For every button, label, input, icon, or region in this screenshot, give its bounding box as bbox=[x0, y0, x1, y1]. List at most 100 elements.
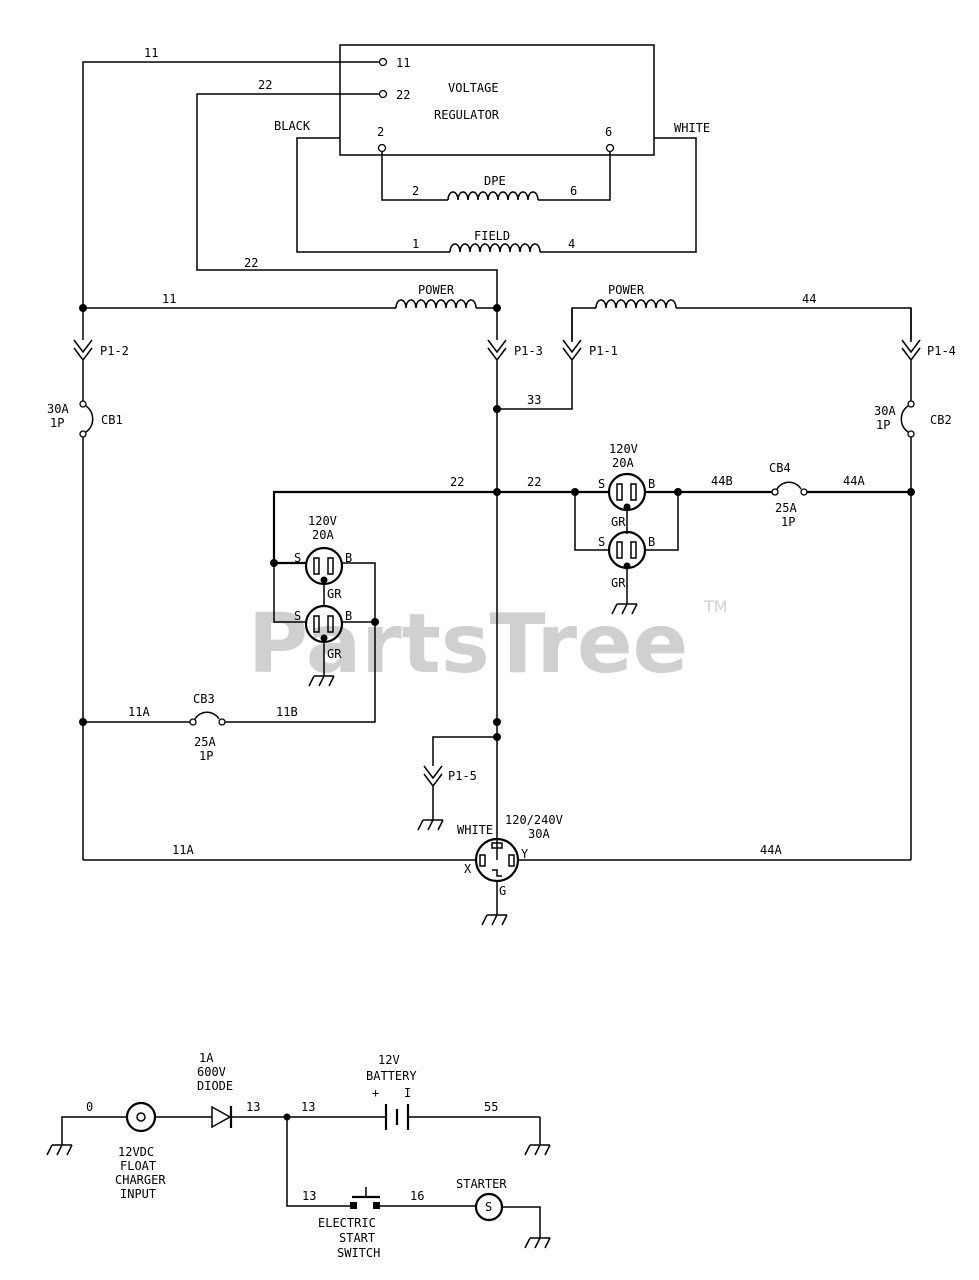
coil-power-left-label: POWER bbox=[418, 283, 455, 297]
coil-dpe-left: 2 bbox=[412, 184, 419, 198]
wire-label-0: 0 bbox=[86, 1100, 93, 1114]
receptacle-right-amps: 20A bbox=[612, 456, 634, 470]
regulator-title-1: VOLTAGE bbox=[448, 81, 499, 95]
wire-label-16: 16 bbox=[410, 1189, 424, 1203]
cb4-poles: 1P bbox=[781, 515, 795, 529]
switch-line-1: ELECTRIC bbox=[318, 1216, 376, 1230]
breaker-cb2: 30A 1P CB2 bbox=[874, 400, 952, 860]
wire-label-13-a: 13 bbox=[246, 1100, 260, 1114]
power-windings: POWER 11 POWER 44 bbox=[79, 283, 912, 342]
cb2-rating: 30A bbox=[874, 404, 896, 418]
wire-label-22-top: 22 bbox=[258, 78, 272, 92]
wire-label-44a-bottom: 44A bbox=[760, 843, 782, 857]
charger-line-3: CHARGER bbox=[115, 1173, 166, 1187]
wire-label-13-b: 13 bbox=[301, 1100, 315, 1114]
cb2-name: CB2 bbox=[930, 413, 952, 427]
watermark-text: PartsTree bbox=[248, 597, 688, 692]
cb3-poles: 1P bbox=[199, 749, 213, 763]
breaker-cb4: CB4 25A 1P 44A bbox=[769, 461, 915, 529]
coil-dpe-right: 6 bbox=[570, 184, 577, 198]
receptacle-left: 120V 20A S B GR S B GR bbox=[223, 514, 379, 723]
regulator-title-2: REGULATOR bbox=[434, 108, 500, 122]
breaker-cb3: CB3 25A 1P 11A 11B bbox=[79, 692, 298, 763]
regulator-terminal-2: 2 bbox=[377, 125, 384, 139]
receptacle-left-2-gr: GR bbox=[327, 647, 342, 661]
twist-g: G bbox=[499, 884, 506, 898]
twist-amps: 30A bbox=[528, 827, 550, 841]
battery-label: 12V bbox=[378, 1053, 400, 1067]
switch-line-3: SWITCH bbox=[337, 1246, 380, 1260]
wire-label-11-power: 11 bbox=[162, 292, 176, 306]
receptacle-left-amps: 20A bbox=[312, 528, 334, 542]
voltage-regulator: VOLTAGE REGULATOR 11 22 2 6 bbox=[339, 44, 655, 156]
wire-label-55: 55 bbox=[484, 1100, 498, 1114]
diode-line-3: DIODE bbox=[197, 1079, 233, 1093]
wire-label-11a-bottom: 11A bbox=[172, 843, 194, 857]
regulator-wiring: 11 22 22 DPE 2 6 FIELD 1 4 BLACK WHITE bbox=[82, 46, 710, 308]
cb1-name: CB1 bbox=[101, 413, 123, 427]
plug-connectors: P1-2 P1-3 P1-1 33 P1-4 bbox=[73, 308, 956, 860]
wire-label-11a-cb3: 11A bbox=[128, 705, 150, 719]
wire-label-33: 33 bbox=[527, 393, 541, 407]
plug-p1-2: P1-2 bbox=[100, 344, 129, 358]
twist-volts: 120/240V bbox=[505, 813, 563, 827]
cb3-name: CB3 bbox=[193, 692, 215, 706]
receptacle-right-gr: GR bbox=[611, 515, 626, 529]
coil-field-right: 4 bbox=[568, 237, 575, 251]
receptacle-left-s: S bbox=[294, 551, 301, 565]
cb1-poles: 1P bbox=[50, 416, 64, 430]
starter-label: STARTER bbox=[456, 1177, 507, 1191]
cb2-poles: 1P bbox=[876, 418, 890, 432]
receptacle-right-b: B bbox=[648, 477, 655, 491]
wire-label-44a-top: 44A bbox=[843, 474, 865, 488]
wire-label-22-b: 22 bbox=[527, 475, 541, 489]
coil-field-label: FIELD bbox=[474, 229, 510, 243]
coil-dpe-label: DPE bbox=[484, 174, 506, 188]
battery-plus: + bbox=[372, 1086, 379, 1100]
receptacle-left-volts: 120V bbox=[308, 514, 337, 528]
receptacle-right-s: S bbox=[598, 477, 605, 491]
wire-label-white: WHITE bbox=[674, 121, 710, 135]
plug-p1-5-group: P1-5 bbox=[417, 718, 501, 831]
wire-label-22-a: 22 bbox=[450, 475, 464, 489]
diode-line-1: 1A bbox=[199, 1051, 214, 1065]
starter-circuit: 0 12VDC FLOAT CHARGER INPUT 1A 600V DIOD… bbox=[46, 1051, 551, 1260]
regulator-terminal-11: 11 bbox=[396, 56, 410, 70]
cb4-rating: 25A bbox=[775, 501, 797, 515]
regulator-terminal-6: 6 bbox=[605, 125, 612, 139]
battery-label-2: BATTERY bbox=[366, 1069, 417, 1083]
wire-label-13-c: 13 bbox=[302, 1189, 316, 1203]
receptacle-left-b: B bbox=[345, 551, 352, 565]
wire-label-11b: 11B bbox=[276, 705, 298, 719]
twist-white: WHITE bbox=[457, 823, 493, 837]
switch-line-2: START bbox=[339, 1231, 375, 1245]
wire-label-44b: 44B bbox=[711, 474, 733, 488]
cb4-name: CB4 bbox=[769, 461, 791, 475]
regulator-terminal-22: 22 bbox=[396, 88, 410, 102]
plug-p1-3: P1-3 bbox=[514, 344, 543, 358]
wire-label-black: BLACK bbox=[274, 119, 311, 133]
wire-label-22-left: 22 bbox=[244, 256, 258, 270]
battery-minus: I bbox=[404, 1086, 411, 1100]
breaker-cb1: 30A 1P CB1 bbox=[47, 400, 123, 860]
coil-field-left: 1 bbox=[412, 237, 419, 251]
twist-x: X bbox=[464, 862, 472, 876]
charger-line-2: FLOAT bbox=[120, 1159, 156, 1173]
receptacle-left-2-b: B bbox=[345, 609, 352, 623]
receptacle-right-2-s: S bbox=[598, 535, 605, 549]
starter-symbol: S bbox=[485, 1200, 492, 1214]
cb3-rating: 25A bbox=[194, 735, 216, 749]
plug-p1-5: P1-5 bbox=[448, 769, 477, 783]
receptacle-right: 120V 20A S B GR S B GR 44B bbox=[574, 442, 772, 615]
diode-line-2: 600V bbox=[197, 1065, 226, 1079]
receptacle-right-volts: 120V bbox=[609, 442, 638, 456]
wire-label-11-top: 11 bbox=[144, 46, 158, 60]
watermark-tm: TM bbox=[703, 597, 728, 616]
watermark: PartsTree TM bbox=[248, 597, 728, 692]
charger-line-4: INPUT bbox=[120, 1187, 156, 1201]
coil-power-right-label: POWER bbox=[608, 283, 645, 297]
plug-p1-4: P1-4 bbox=[927, 344, 956, 358]
plug-p1-1: P1-1 bbox=[589, 344, 618, 358]
twist-y: Y bbox=[521, 847, 529, 861]
